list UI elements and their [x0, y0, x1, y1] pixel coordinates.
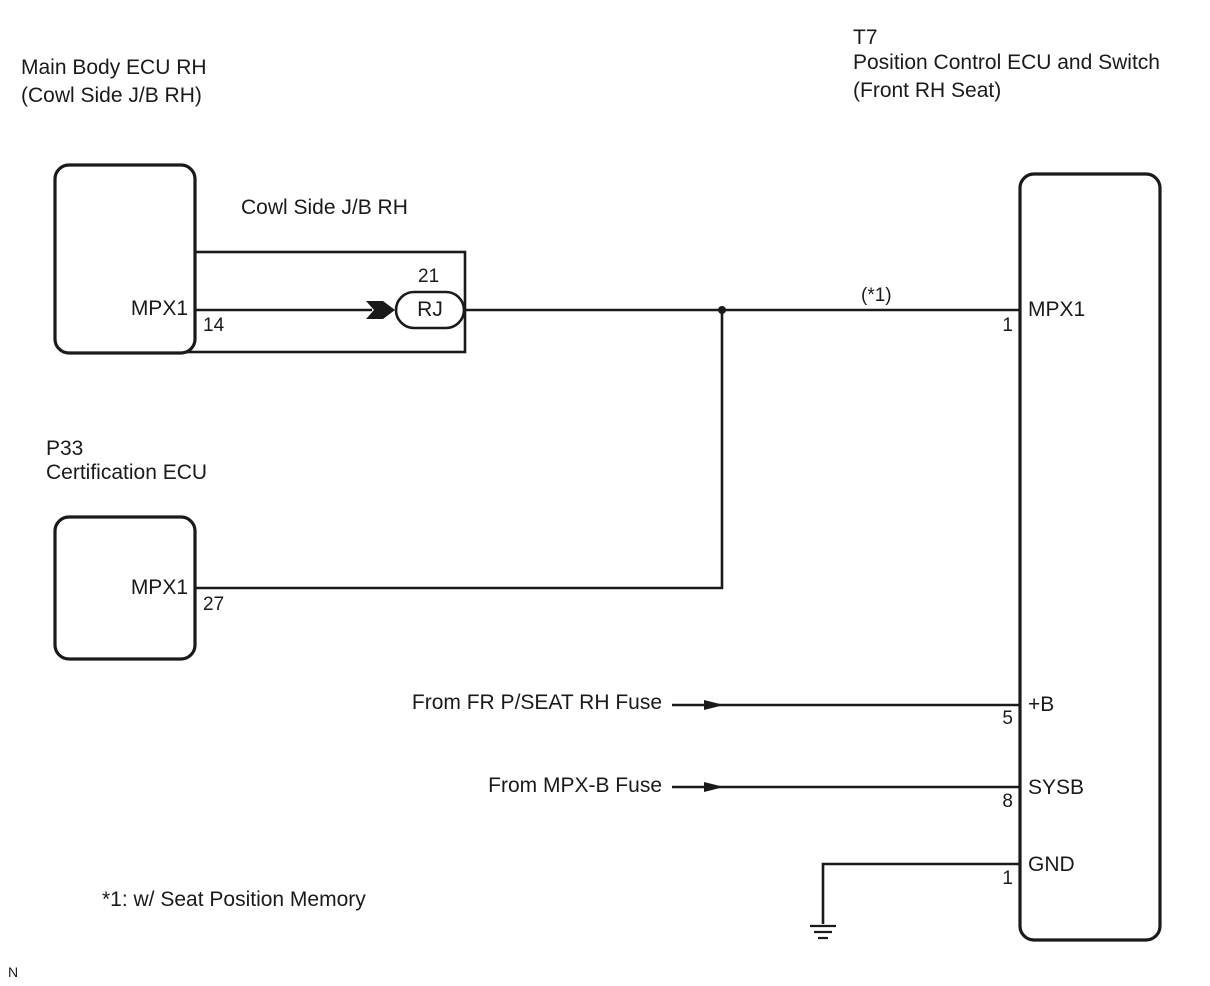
position-control-ecu-code: T7: [853, 26, 878, 49]
main-body-ecu-box: [53, 163, 197, 355]
wire-gnd: [821, 862, 1020, 924]
fuse-input-label: From FR P/SEAT RH Fuse: [411, 691, 662, 714]
position-control-ecu-subtitle: (Front RH Seat): [853, 79, 1002, 102]
t7-terminal-mpx1: MPX1: [1028, 298, 1086, 321]
t7-pin-gnd: 1: [1002, 868, 1013, 889]
connector-chevron-icon: [366, 301, 395, 319]
corner-mark: N: [8, 964, 19, 980]
arrow-right-icon: [704, 782, 724, 792]
arrow-right-icon: [704, 700, 724, 710]
main-body-ecu-subtitle: (Cowl Side J/B RH): [21, 84, 202, 107]
cowl-side-jb-pin: 21: [418, 266, 440, 287]
certification-ecu-code: P33: [46, 437, 84, 460]
rj-connector-label: RJ: [417, 298, 443, 321]
ground-icon: [810, 924, 836, 940]
position-control-ecu-title: Position Control ECU and Switch: [853, 51, 1160, 74]
t7-terminal-gnd: GND: [1028, 853, 1075, 876]
cowl-side-jb-title: Cowl Side J/B RH: [241, 196, 408, 219]
certification-ecu-terminal: MPX1: [130, 576, 188, 599]
main-body-ecu-title: Main Body ECU RH: [21, 56, 207, 79]
t7-terminal-sysb: SYSB: [1028, 776, 1085, 799]
t7-pin-mpx1: 1: [1002, 315, 1013, 336]
t7-pin-plus-b: 5: [1002, 708, 1013, 729]
t7-terminal-plus-b: +B: [1028, 693, 1055, 716]
main-body-ecu-pin: 14: [203, 315, 225, 336]
main-body-ecu-terminal: MPX1: [130, 297, 188, 320]
wire-splice-to-certification-ecu: [195, 310, 724, 590]
mpx-note-marker: (*1): [861, 285, 892, 306]
fuse-input-label: From MPX-B Fuse: [488, 774, 662, 797]
t7-pin-sysb: 8: [1002, 791, 1013, 812]
position-control-ecu-box: [1018, 172, 1162, 942]
footnote: *1: w/ Seat Position Memory: [102, 888, 366, 911]
certification-ecu-pin: 27: [203, 594, 225, 615]
certification-ecu-title: Certification ECU: [46, 461, 208, 484]
